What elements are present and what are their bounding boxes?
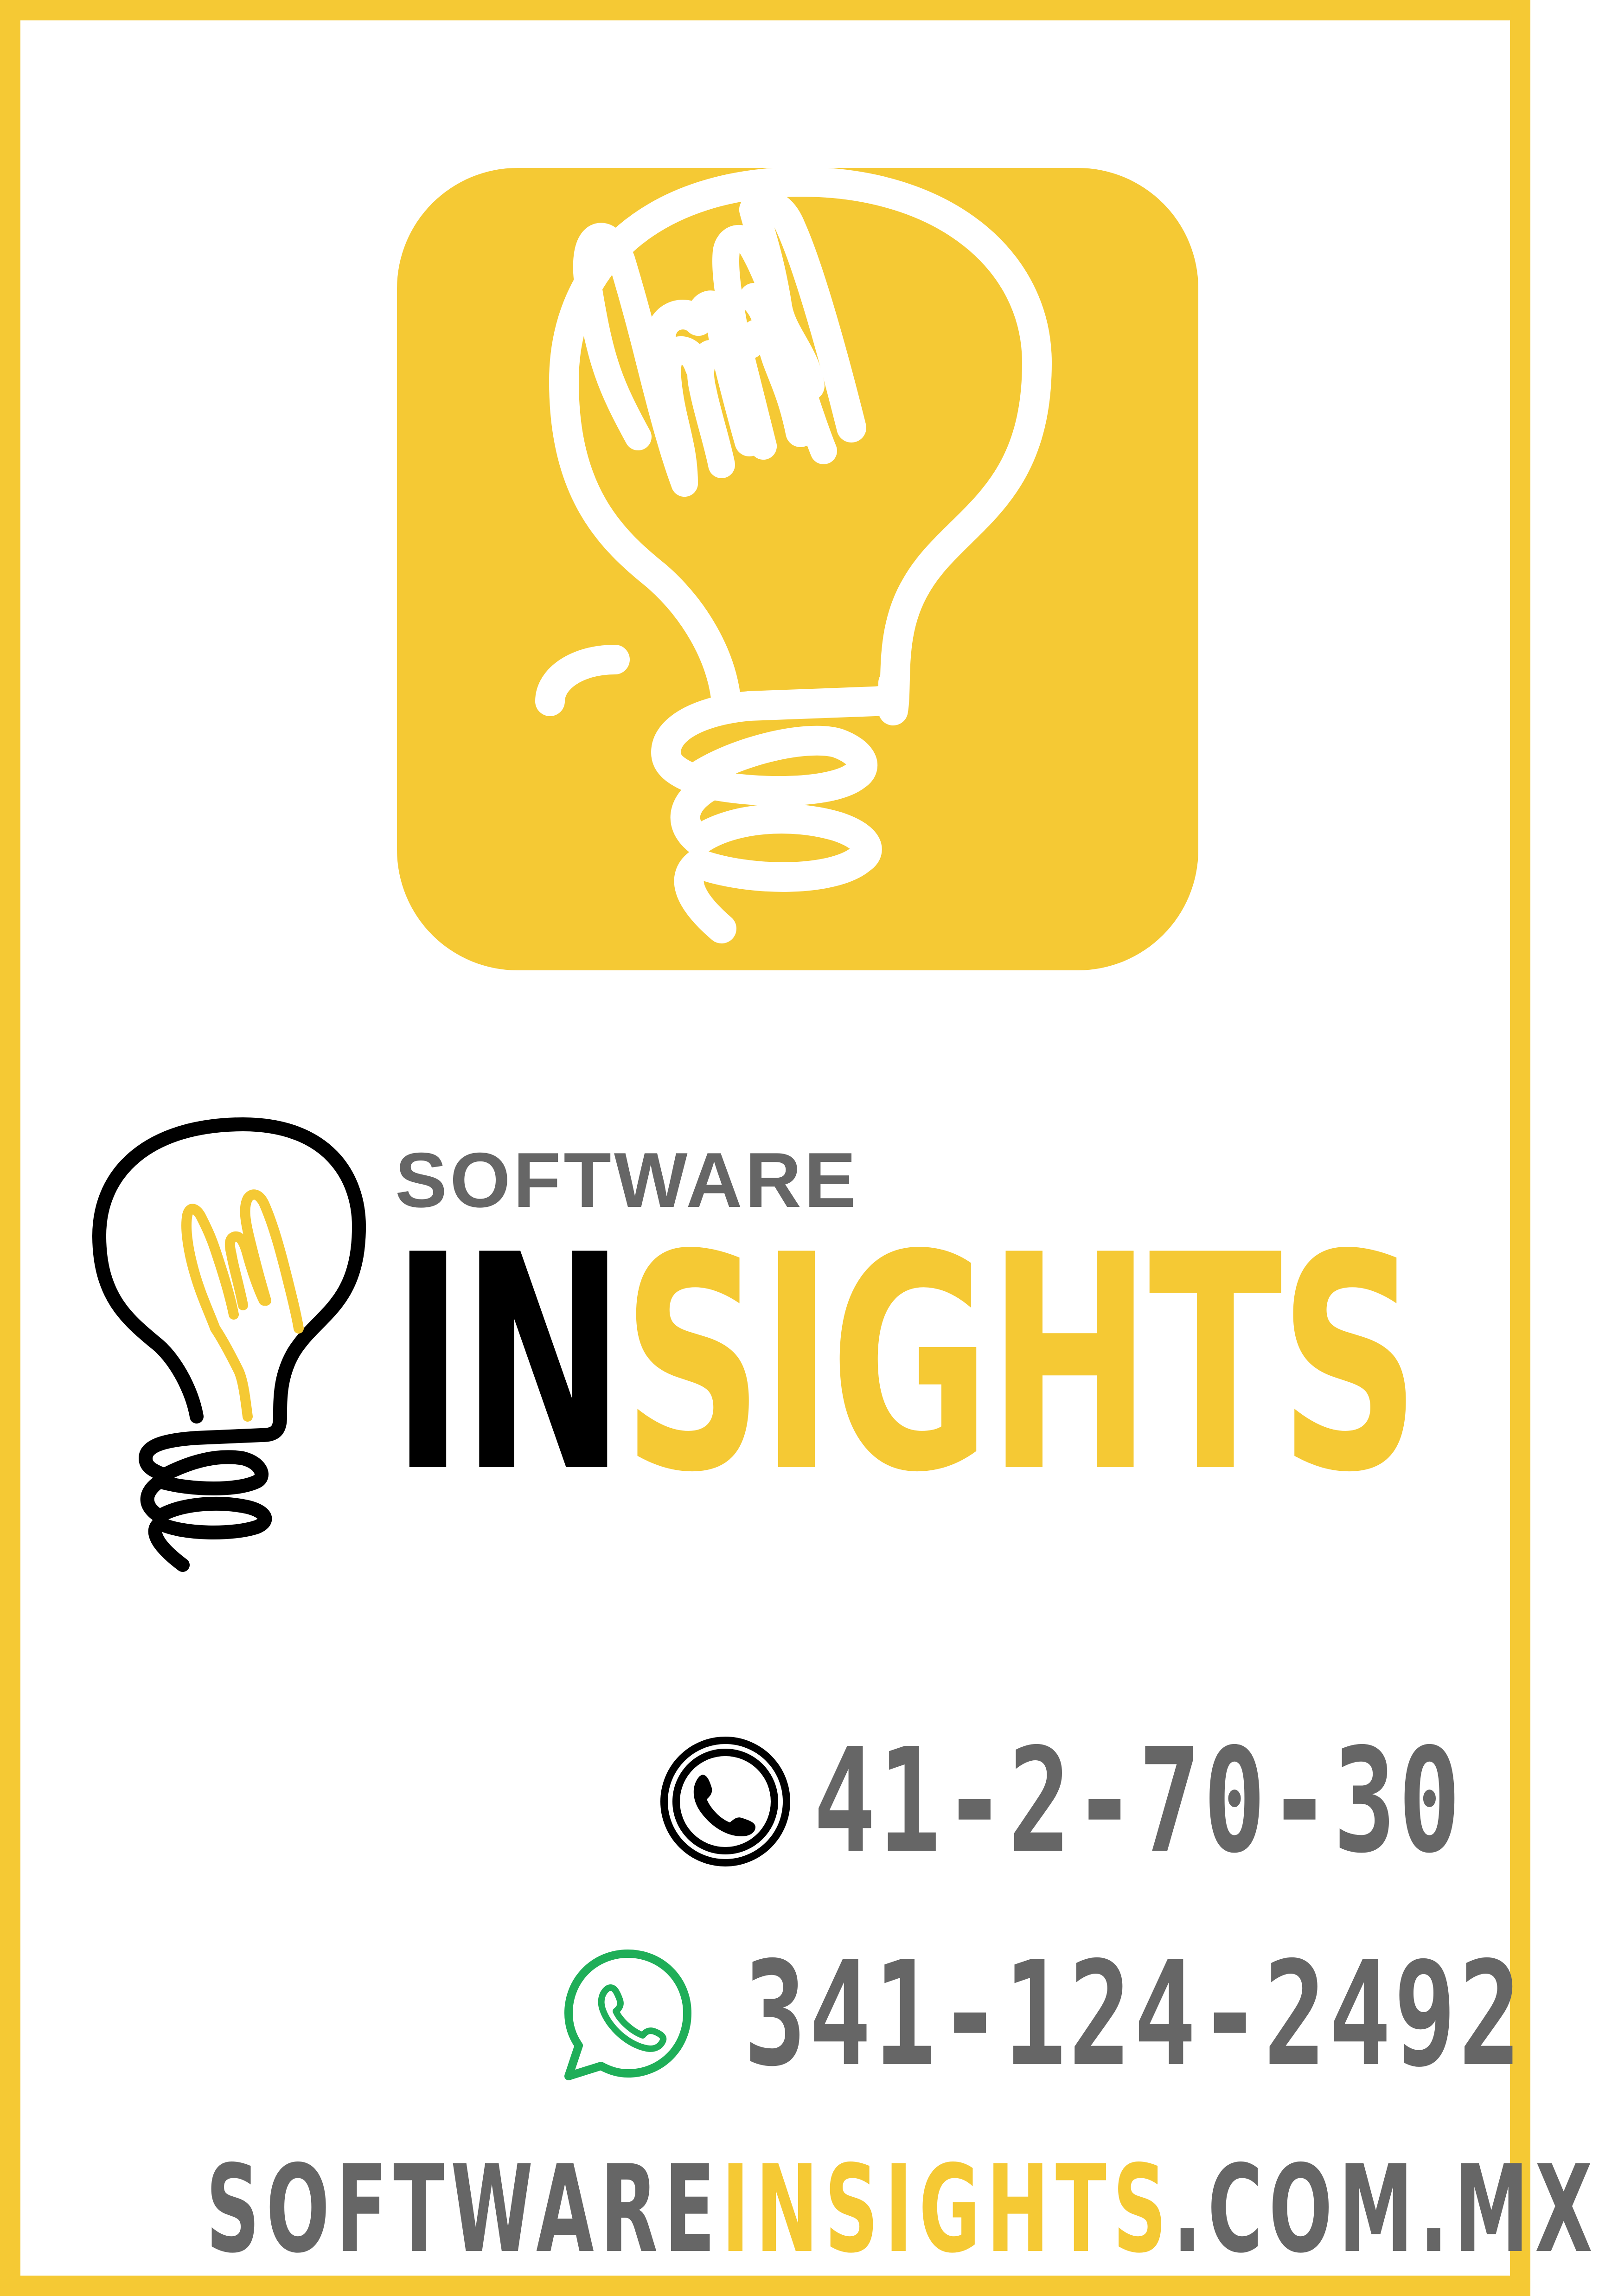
whatsapp-number[interactable]: 341-124-2492 (744, 1931, 1524, 2098)
website-part-software: SOFTWARE (206, 2140, 722, 2280)
website-url[interactable]: SOFTWAREINSIGHTS.COM.MX (206, 2149, 1599, 2270)
phone-contact: 41-2-70-30 (656, 1730, 1461, 1873)
brand-in-text: IN (391, 1192, 625, 1537)
brand-sights-text: SIGHTS (622, 1192, 1420, 1537)
website-part-insights: INSIGHTS (721, 2140, 1173, 2280)
whatsapp-icon (564, 1950, 691, 2080)
lightbulb-hand-icon (397, 167, 1198, 970)
phone-number[interactable]: 41-2-70-30 (813, 1718, 1464, 1885)
brand-name-line1: SOFTWARE (395, 1136, 859, 1224)
website-part-domain: .COM.MX (1173, 2140, 1599, 2280)
phone-icon (660, 1737, 790, 1866)
whatsapp-contact: 341-124-2492 (558, 1943, 1521, 2087)
brand-name-line2: INSIGHTS (391, 1216, 1420, 1513)
lightbulb-hand-logo-icon (92, 1117, 366, 1572)
